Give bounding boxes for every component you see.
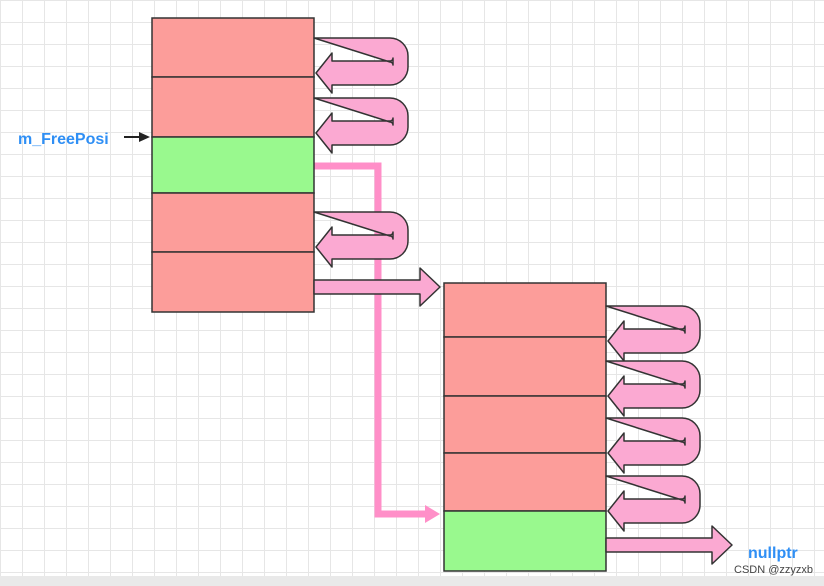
chunk-2-block-4 bbox=[443, 452, 607, 512]
chunk-1-loop-arrow-3 bbox=[313, 211, 409, 268]
free-list-chain-head bbox=[425, 505, 440, 523]
chunk-1-block-3-free bbox=[151, 136, 315, 194]
nullptr-label: nullptr bbox=[748, 545, 798, 562]
chunk-link-arrow bbox=[313, 267, 441, 307]
chunk-2-loop-arrow-1 bbox=[605, 305, 701, 362]
watermark: CSDN @zzyzxb bbox=[734, 564, 814, 576]
free-pointer-arrow-head bbox=[139, 132, 150, 142]
free-pointer-label: m_FreePosi bbox=[18, 131, 109, 148]
chunk-2-block-1 bbox=[443, 282, 607, 338]
chunk-2 bbox=[443, 282, 607, 572]
chunk-2-loop-arrow-2 bbox=[605, 360, 701, 417]
chunk-2-block-5-free bbox=[443, 510, 607, 572]
chunk-2-loop-arrow-3 bbox=[605, 417, 701, 474]
chunk-1-block-5 bbox=[151, 251, 315, 313]
bottom-bar bbox=[0, 576, 824, 586]
chunk-1-block-1 bbox=[151, 17, 315, 78]
chunk-2-loop-arrow-4 bbox=[605, 475, 701, 532]
chunk-1-block-4 bbox=[151, 192, 315, 253]
chunk-1-loop-arrow-1 bbox=[313, 37, 409, 94]
null-arrow bbox=[605, 525, 733, 565]
chunk-1-loop-arrow-2 bbox=[313, 97, 409, 154]
chunk-1-block-2 bbox=[151, 76, 315, 138]
chunk-1 bbox=[151, 17, 315, 313]
chunk-2-block-2 bbox=[443, 336, 607, 397]
free-list-chain bbox=[314, 162, 425, 518]
chunk-2-block-3 bbox=[443, 395, 607, 454]
